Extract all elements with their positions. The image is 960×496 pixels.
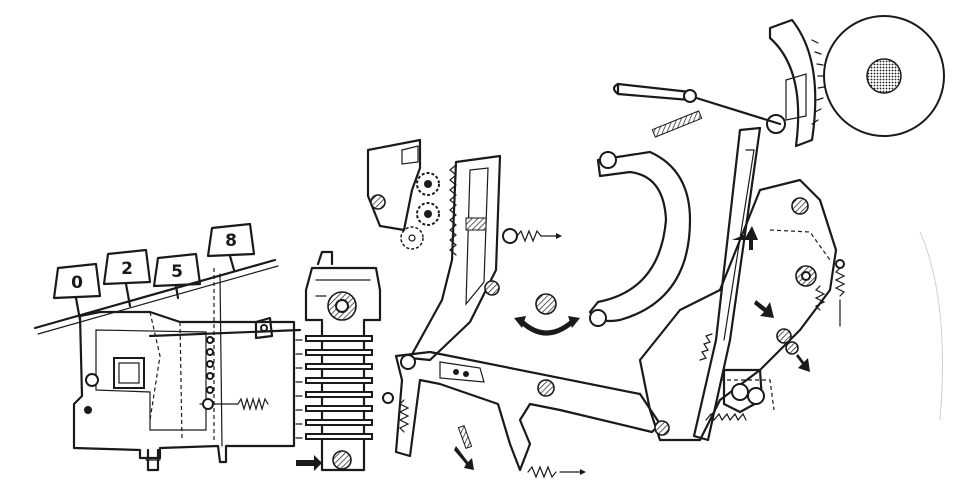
spring-icon — [237, 396, 269, 412]
stack-plates — [305, 335, 373, 440]
spring-icon — [834, 267, 846, 297]
hole-column — [206, 336, 214, 394]
pivot-hole — [85, 373, 99, 387]
keyboard-section: 0 2 5 8 — [33, 222, 302, 472]
c-arm — [588, 150, 692, 327]
stack-unit — [295, 250, 382, 472]
connecting-rod — [148, 328, 302, 338]
stack-housing — [304, 266, 382, 472]
key-rail — [33, 258, 277, 330]
central-pivot — [535, 293, 557, 315]
spring-icon — [814, 285, 826, 311]
arrow-icon — [744, 226, 758, 250]
side-plate — [638, 178, 838, 442]
spring-icon — [516, 229, 542, 243]
key-8-label: 8 — [225, 231, 237, 251]
inner-plate — [95, 329, 207, 431]
spring-icon — [527, 465, 557, 479]
gear-bracket — [366, 138, 422, 232]
key-8: 8 — [206, 222, 256, 272]
key-5-label: 5 — [171, 262, 183, 282]
keyboard-frame — [72, 310, 296, 464]
curved-arrow-icon — [520, 320, 574, 336]
arrow-icon — [296, 455, 322, 471]
gear-assembly — [366, 138, 580, 362]
key-0: 0 — [52, 262, 102, 322]
main-lever — [382, 350, 662, 479]
key-5: 5 — [152, 252, 202, 300]
key-rail-lower — [37, 265, 279, 335]
arrow-icon — [454, 446, 474, 470]
slider-link — [616, 82, 692, 102]
type-sector — [768, 18, 817, 148]
diagonal-arm — [692, 126, 762, 442]
rack-lever — [408, 154, 502, 362]
key-2: 2 — [102, 248, 152, 308]
arrow-icon — [796, 354, 810, 372]
key-2-label: 2 — [121, 259, 133, 279]
key-0-label: 0 — [71, 273, 83, 293]
printer-assembly — [612, 15, 945, 442]
arrow-icon — [754, 300, 774, 318]
gear-icon — [400, 172, 440, 250]
spring-icon — [398, 399, 410, 433]
